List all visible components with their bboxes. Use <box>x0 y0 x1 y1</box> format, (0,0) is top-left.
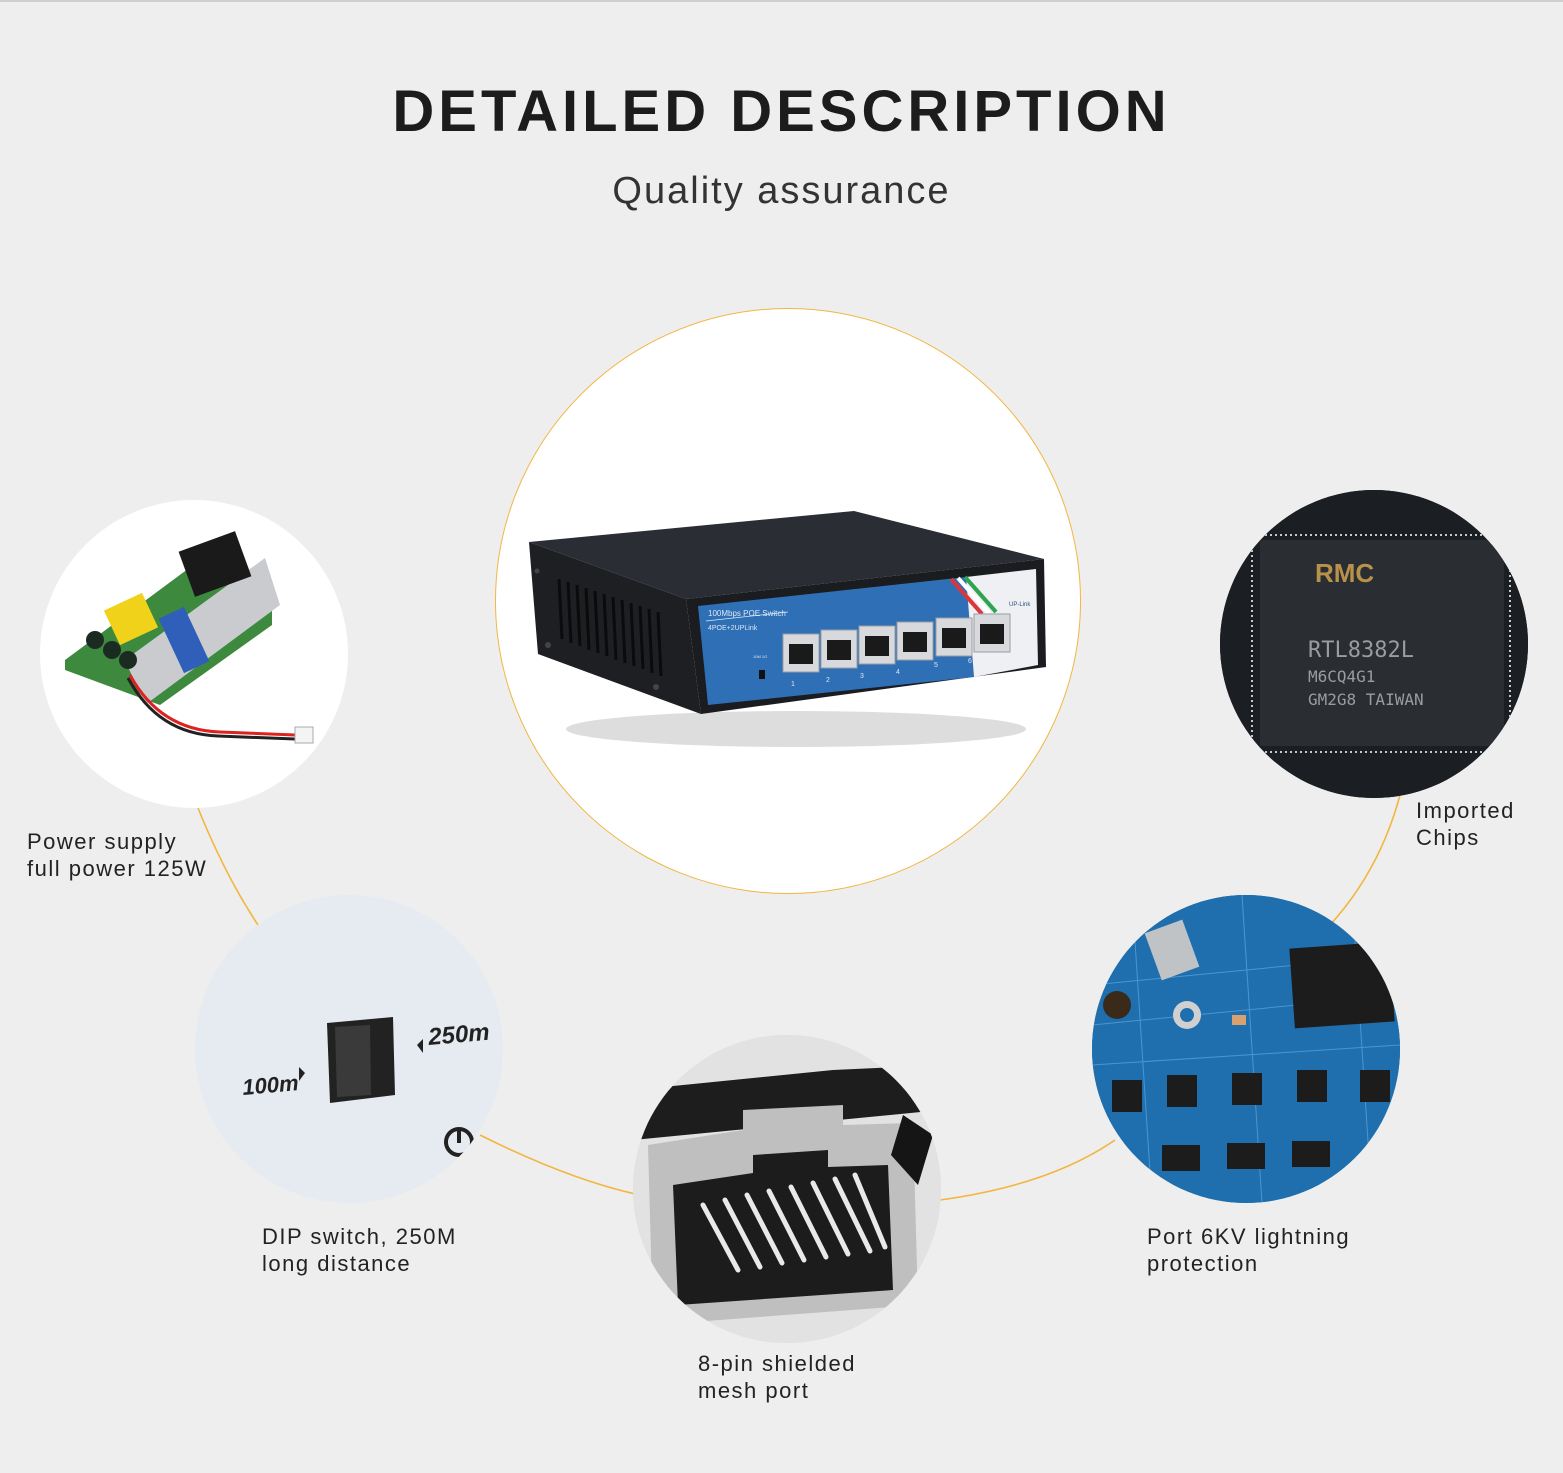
caption-lightning: Port 6KV lightning protection <box>1147 1223 1350 1277</box>
poe-switch-image: 100Mbps POE Switch 4POE+2UPLink UP-Link … <box>529 511 1046 747</box>
caption-dip-switch: DIP switch, 250M long distance <box>262 1223 457 1277</box>
caption-line: Power supply <box>27 829 178 854</box>
port-number: 3 <box>860 673 864 680</box>
dip-switch-image-circle: 100m 250m <box>195 895 503 1203</box>
realtek-chip-image: RMC RTL8382L M6CQ4G1 GM2G8 TAIWAN <box>1220 490 1528 798</box>
chip-text-3: GM2G8 TAIWAN <box>1308 690 1424 709</box>
port-number: 4 <box>896 669 900 676</box>
dip-mark-100m: 100m <box>241 1070 299 1100</box>
pcb-image-circle <box>1092 895 1400 1203</box>
caption-chips: Imported Chips <box>1416 797 1515 851</box>
caption-line: mesh port <box>698 1378 810 1403</box>
chip-image-circle: RMC RTL8382L M6CQ4G1 GM2G8 TAIWAN <box>1220 490 1528 798</box>
product-image-circle: 100Mbps POE Switch 4POE+2UPLink UP-Link … <box>495 308 1081 894</box>
caption-line: Chips <box>1416 825 1480 850</box>
port-image-circle <box>633 1035 941 1343</box>
rj45-port-closeup-image <box>633 1035 941 1343</box>
caption-power-supply: Power supply full power 125W <box>27 828 207 882</box>
uplink-label: UP-Link <box>1009 602 1031 608</box>
page-title: DETAILED DESCRIPTION <box>392 79 1171 144</box>
dip-switch <box>759 670 765 679</box>
caption-line: Port 6KV lightning <box>1147 1224 1351 1249</box>
caption-line: DIP switch, 250M <box>262 1224 457 1249</box>
caption-port: 8-pin shielded mesh port <box>698 1350 856 1404</box>
dip-labels: 10M 1G <box>753 654 767 659</box>
dip-switch-closeup-image: 100m 250m <box>195 895 503 1203</box>
caption-line: long distance <box>262 1251 412 1276</box>
switch-label-top: 100Mbps POE Switch <box>708 609 786 618</box>
svg-text:RMC: RMC <box>1315 558 1374 588</box>
port-number: 6 <box>968 658 972 665</box>
page-subtitle: Quality assurance <box>612 170 951 212</box>
power-supply-image-circle <box>40 500 348 808</box>
switch-label-bottom: 4POE+2UPLink <box>708 625 758 632</box>
top-divider <box>0 0 1563 2</box>
dip-mark-250m: 250m <box>426 1019 491 1051</box>
chip-text-1: RTL8382L <box>1308 638 1414 663</box>
caption-line: 8-pin shielded <box>698 1351 856 1376</box>
pcb-board-image <box>1092 895 1400 1203</box>
chip-text-2: M6CQ4G1 <box>1308 667 1375 686</box>
caption-line: Imported <box>1416 798 1515 823</box>
port-number: 1 <box>791 681 795 688</box>
port-number: 2 <box>826 677 830 684</box>
power-supply-board-image <box>65 531 314 744</box>
caption-line: full power 125W <box>27 856 208 881</box>
port-number: 5 <box>934 662 938 669</box>
caption-line: protection <box>1147 1251 1259 1276</box>
